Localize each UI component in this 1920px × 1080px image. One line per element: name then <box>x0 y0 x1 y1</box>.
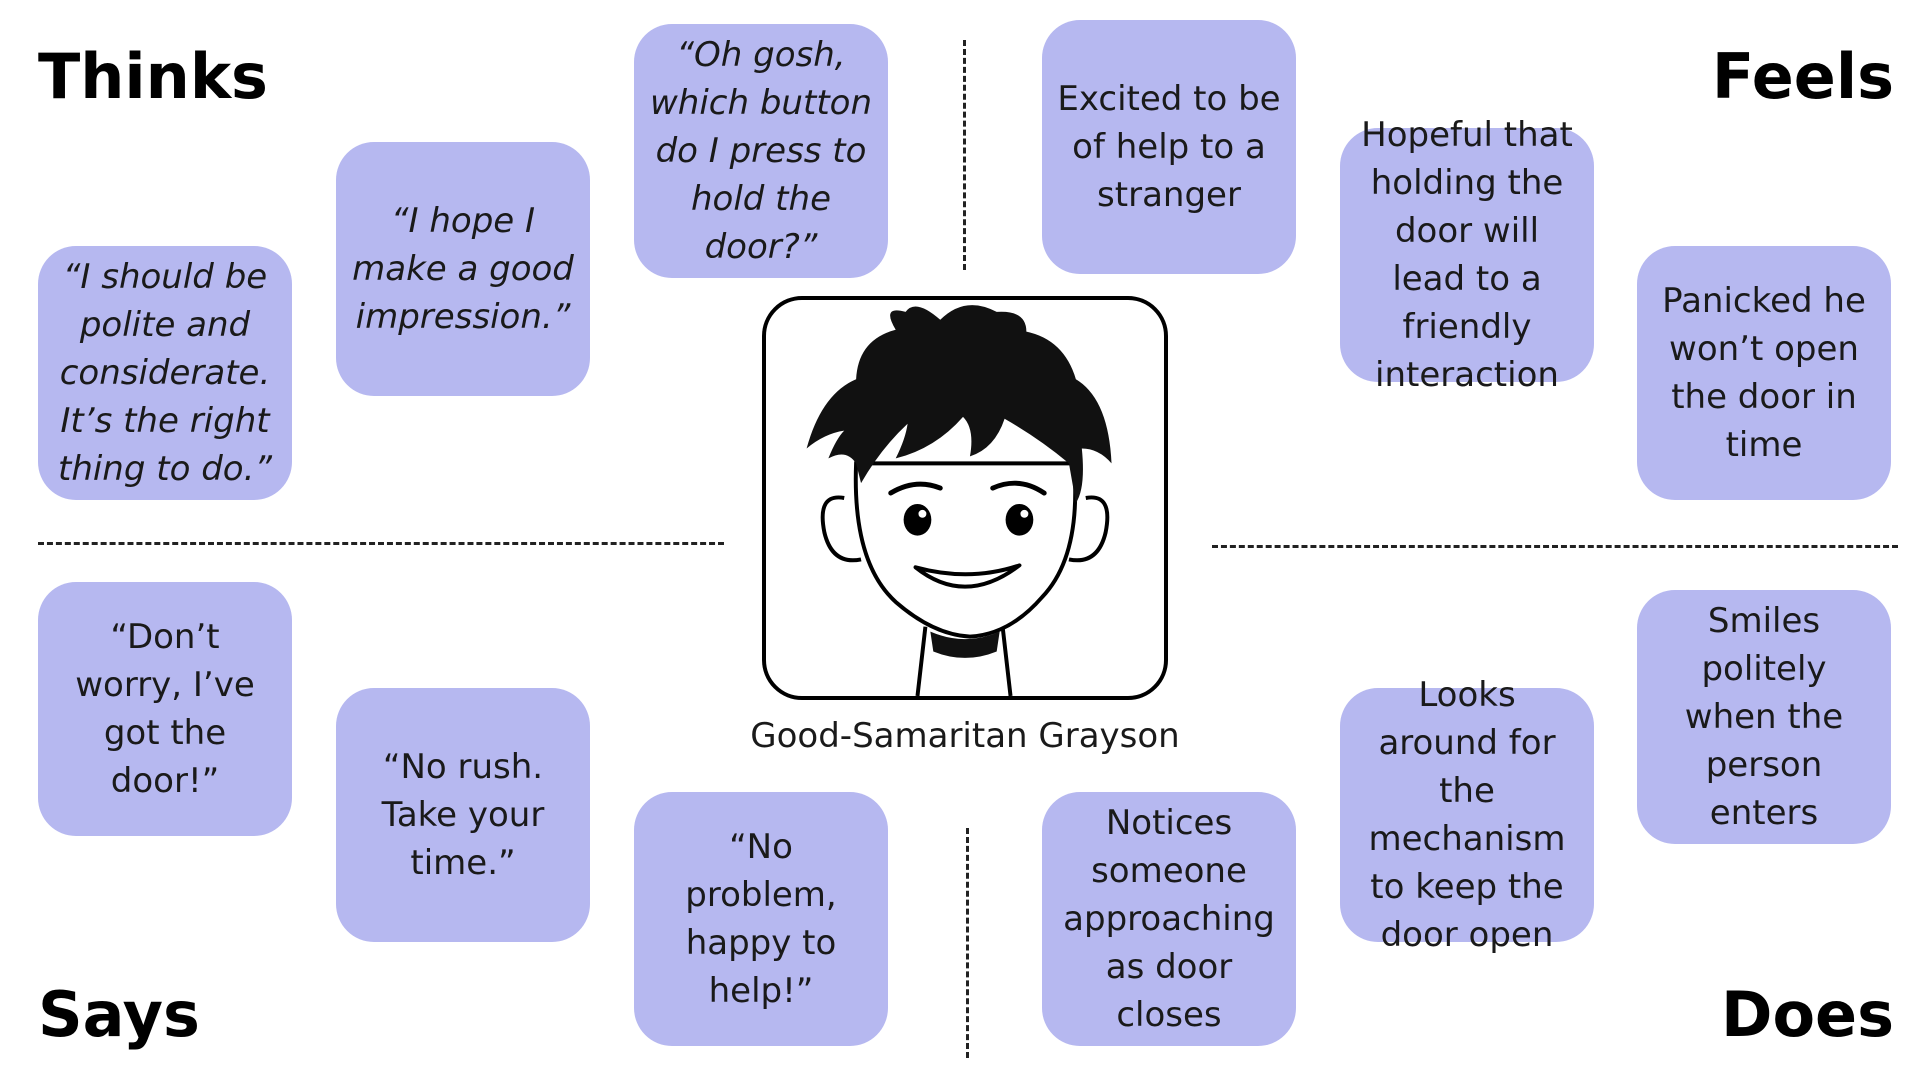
note-text: “No rush. Take your time.” <box>381 747 545 883</box>
divider-bottom-vertical <box>966 828 969 1058</box>
note-text: Hopeful that holding the door will lead … <box>1361 115 1573 395</box>
sticky-note-says-2: “No rush. Take your time.” <box>336 688 590 942</box>
sticky-note-feels-3: Panicked he won’t open the door in time <box>1637 246 1891 500</box>
note-text: “Oh gosh, which button do I press to hol… <box>650 35 872 267</box>
quadrant-title-says: Says <box>38 978 200 1051</box>
note-text: Looks around for the mechanism to keep t… <box>1368 675 1566 955</box>
sticky-note-feels-2: Hopeful that holding the door will lead … <box>1340 115 1594 395</box>
note-text: “No problem, happy to help!” <box>685 827 837 1011</box>
cartoon-boy-face-icon <box>806 305 1112 696</box>
divider-top-vertical <box>963 40 966 270</box>
note-text: Notices someone approaching as door clos… <box>1063 803 1275 1035</box>
quadrant-title-feels: Feels <box>1711 40 1894 113</box>
sticky-note-does-1: Notices someone approaching as door clos… <box>1042 792 1296 1046</box>
sticky-note-thinks-1: “I should be polite and considerate. It’… <box>38 246 292 500</box>
quadrant-title-thinks: Thinks <box>38 40 268 113</box>
quadrant-title-does: Does <box>1720 978 1894 1051</box>
note-text: Smiles politely when the person enters <box>1684 601 1844 833</box>
persona-avatar <box>762 296 1168 700</box>
sticky-note-thinks-2: “I hope I make a good impression.” <box>336 142 590 396</box>
divider-left-horizontal <box>38 542 724 545</box>
sticky-note-says-1: “Don’t worry, I’ve got the door!” <box>38 582 292 836</box>
sticky-note-feels-1: Excited to be of help to a stranger <box>1042 20 1296 274</box>
note-text: “Don’t worry, I’ve got the door!” <box>75 617 255 801</box>
sticky-note-thinks-3: “Oh gosh, which button do I press to hol… <box>634 24 888 278</box>
sticky-note-does-3: Smiles politely when the person enters <box>1637 590 1891 844</box>
persona-name: Good-Samaritan Grayson <box>750 716 1180 756</box>
note-text: Excited to be of help to a stranger <box>1057 79 1281 215</box>
note-text: Panicked he won’t open the door in time <box>1662 281 1866 465</box>
note-text: “I should be polite and considerate. It’… <box>57 257 272 489</box>
sticky-note-does-2: Looks around for the mechanism to keep t… <box>1340 675 1594 955</box>
sticky-note-says-3: “No problem, happy to help!” <box>634 792 888 1046</box>
divider-right-horizontal <box>1212 545 1898 548</box>
note-text: “I hope I make a good impression.” <box>352 201 574 337</box>
